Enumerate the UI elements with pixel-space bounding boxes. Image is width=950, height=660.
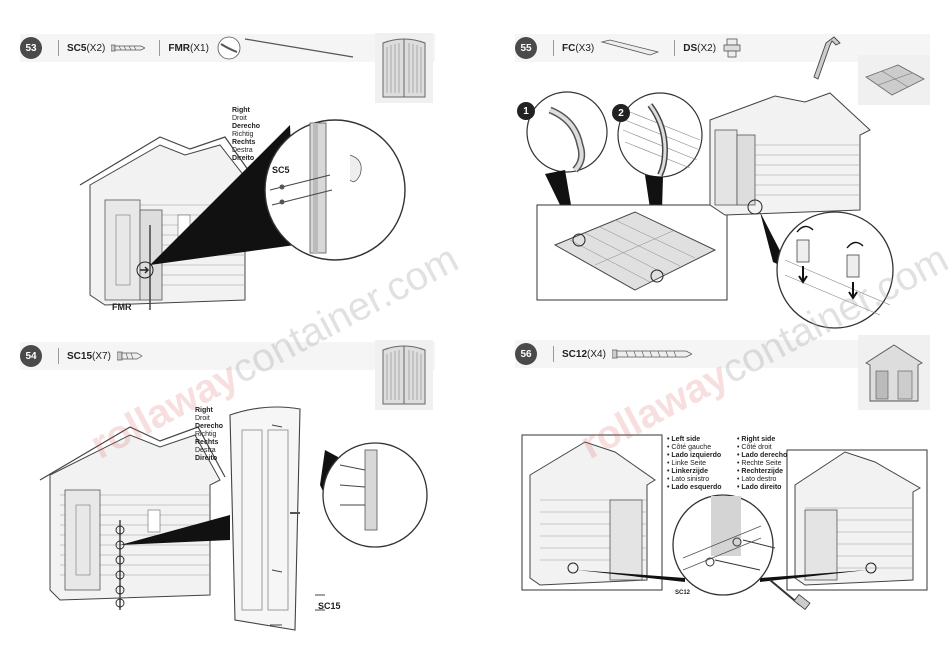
step-55-thumbnail bbox=[858, 55, 930, 105]
label-droit: Droit bbox=[195, 415, 210, 422]
label-lato-sinistro: • Lato sinistro bbox=[667, 476, 710, 483]
label-linke-seite: • Linke Seite bbox=[667, 460, 707, 467]
rod-icon bbox=[217, 36, 354, 60]
part-sc15-code: SC15 bbox=[67, 350, 93, 362]
part-fmr: FMR (X1) bbox=[168, 35, 355, 61]
part-ds-code: DS bbox=[683, 42, 698, 54]
label-left-side: • Left side bbox=[667, 436, 701, 443]
label-lato-destro: • Lato destro bbox=[737, 476, 777, 483]
floor-panel-icon bbox=[865, 64, 925, 96]
callout-fmr: FMR bbox=[112, 302, 132, 312]
wrench-icon bbox=[813, 36, 841, 80]
label-right: Right bbox=[232, 107, 250, 114]
divider bbox=[674, 40, 676, 56]
part-fc: FC (X3) bbox=[562, 38, 660, 58]
step-54-side-labels: Right Droit Derecho Richtig Rechts Destr… bbox=[195, 407, 223, 463]
short-screw-icon bbox=[116, 351, 143, 361]
step-56-number: 56 bbox=[515, 343, 537, 365]
sub-step-2-badge: 2 bbox=[612, 104, 630, 122]
step-55-number: 55 bbox=[515, 37, 537, 59]
door-panel-icon bbox=[382, 345, 426, 405]
label-direito: Direito bbox=[232, 155, 255, 162]
part-fmr-code: FMR bbox=[168, 42, 191, 54]
part-sc12: SC12 (X4) bbox=[562, 349, 692, 360]
label-derecho: Derecho bbox=[232, 123, 261, 130]
label-rechts: Rechts bbox=[232, 139, 256, 146]
step-53-number: 53 bbox=[20, 37, 42, 59]
label-right-side: • Right side bbox=[737, 436, 776, 443]
part-fc-code: FC bbox=[562, 42, 576, 54]
label-droit: Droit bbox=[232, 115, 247, 122]
shed-door-drawing bbox=[39, 406, 428, 631]
part-ds: DS (X2) bbox=[683, 37, 742, 59]
divider bbox=[553, 40, 554, 56]
part-sc5: SC5 (X2) bbox=[67, 42, 146, 54]
part-sc15-qty: (X7) bbox=[92, 350, 111, 362]
label-destra: Destra bbox=[232, 147, 253, 154]
part-fmr-qty: (X1) bbox=[190, 42, 209, 54]
step-53-thumbnail bbox=[375, 33, 433, 103]
sub-step-1-badge: 1 bbox=[517, 102, 535, 120]
label-cote-droit: • Côté droit bbox=[737, 444, 772, 451]
label-destra: Destra bbox=[195, 447, 216, 454]
label-lado-izquierdo: • Lado izquierdo bbox=[667, 452, 722, 459]
label-lado-direito: • Lado direito bbox=[737, 484, 782, 491]
callout-sc15: SC15 bbox=[318, 601, 341, 611]
shed-drawing bbox=[79, 119, 406, 310]
long-screw-icon bbox=[611, 349, 692, 359]
label-linkerzijde: • Linkerzijde bbox=[667, 468, 708, 475]
label-rechte-seite: • Rechte Seite bbox=[737, 460, 782, 467]
label-richtig: Richtig bbox=[232, 131, 254, 138]
step-54-thumbnail bbox=[375, 340, 433, 410]
label-rechts: Rechts bbox=[195, 439, 219, 446]
step-53-header: 53 SC5 (X2) FMR (X1) bbox=[20, 34, 435, 62]
part-sc5-qty: (X2) bbox=[86, 42, 106, 54]
step-55-illustration: 1 2 bbox=[515, 90, 935, 330]
sheds-side-drawing bbox=[521, 434, 928, 611]
divider bbox=[58, 40, 59, 56]
floor-and-shed-drawing bbox=[526, 91, 894, 329]
label-rechterzijde: • Rechterzijde bbox=[737, 468, 784, 475]
shed-thumbnail-icon bbox=[865, 344, 923, 402]
label-lado-derecho: • Lado derecho bbox=[737, 452, 788, 459]
label-richtig: Richtig bbox=[195, 431, 217, 438]
part-ds-qty: (X2) bbox=[697, 42, 717, 54]
divider bbox=[553, 346, 554, 362]
label-lado-esquerdo: • Lado esquerdo bbox=[667, 484, 722, 491]
step-53-side-labels: Right Droit Derecho Richtig Rechts Destr… bbox=[232, 107, 260, 163]
label-cote-gauche: • Côté gauche bbox=[667, 444, 712, 451]
label-direito: Direito bbox=[195, 455, 218, 462]
screw-icon bbox=[111, 44, 146, 52]
part-fc-qty: (X3) bbox=[575, 42, 595, 54]
step-54-number: 54 bbox=[20, 345, 42, 367]
part-sc12-qty: (X4) bbox=[587, 348, 606, 360]
step-53-illustration: Right Droit Derecho Richtig Rechts Destr… bbox=[20, 65, 440, 325]
label-derecho: Derecho bbox=[195, 423, 224, 430]
step-54-header: 54 SC15 (X7) bbox=[20, 342, 435, 370]
part-sc5-code: SC5 bbox=[67, 42, 87, 54]
step-56-illustration: • Left side • Côté gauche • Lado izquier… bbox=[515, 430, 935, 630]
right-side-labels: • Right side • Côté droit • Lado derecho… bbox=[737, 436, 787, 492]
part-sc12-code: SC12 bbox=[562, 348, 588, 360]
step-54-illustration: Right Droit Derecho Richtig Rechts Destr… bbox=[20, 395, 440, 645]
door-stopper-icon bbox=[723, 38, 741, 58]
divider bbox=[159, 40, 161, 56]
callout-sc12: SC12 bbox=[675, 590, 691, 596]
step-56-thumbnail bbox=[858, 335, 930, 410]
callout-sc5: SC5 bbox=[272, 165, 290, 175]
left-side-labels: • Left side • Côté gauche • Lado izquier… bbox=[667, 436, 722, 492]
part-sc15: SC15 (X7) bbox=[67, 351, 143, 362]
label-right: Right bbox=[195, 407, 213, 414]
door-panel-icon bbox=[382, 38, 426, 98]
divider bbox=[58, 348, 59, 364]
floor-connector-icon bbox=[600, 39, 660, 56]
